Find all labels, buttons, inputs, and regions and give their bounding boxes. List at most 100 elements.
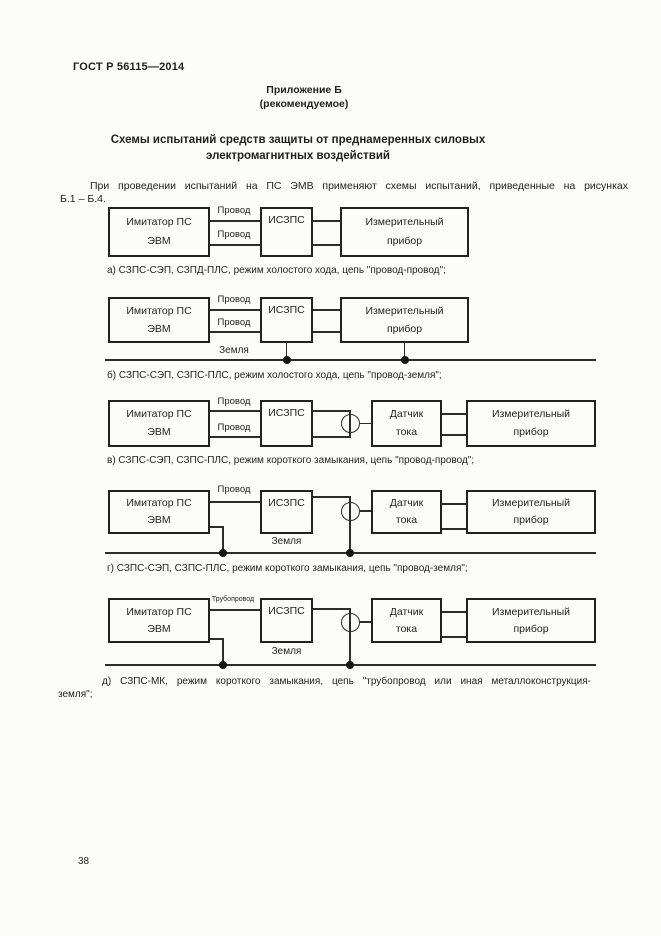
meter-label-line1: Измерительный [365,305,444,317]
meter-label-line1: Измерительный [491,408,571,421]
meter-label-line2: прибор [513,622,549,635]
sensor-label-line1: Датчик [389,605,424,618]
pipeline-label: Трубопровод [211,596,255,603]
intro-paragraph-line1: При проведении испытаний на ПС ЭМВ приме… [90,180,628,192]
caption-d-line2: земля"; [58,689,93,700]
simulator-box: Имитатор ПС ЭВМ [108,490,210,534]
current-sensor-box: Датчик тока [371,400,442,447]
simulator-label-line2: ЭВМ [147,622,171,635]
simulator-label-line1: Имитатор ПС [126,408,192,421]
junction-dot [400,355,409,364]
iszps-label: ИСЗПС [268,605,305,617]
caption-v: в) СЗПС-СЭП, СЗПС-ПЛС, режим короткого з… [107,455,475,466]
sensor-label-line2: тока [395,514,418,527]
caption-a: а) СЗПС-СЭП, СЗПД-ПЛС, режим холостого х… [107,265,446,276]
connector-line [442,528,466,530]
probe-feed-line [313,496,350,498]
ground-label: Земля [219,345,249,356]
iszps-label: ИСЗПС [268,407,305,419]
connector-line [442,503,466,505]
meter-box: Измерительный прибор [466,400,596,447]
junction-dot [346,548,354,557]
caption-b: б) СЗПС-СЭП, СЗПС-ПЛС, режим холостого х… [107,370,442,381]
meter-label-line2: прибор [513,426,549,439]
loop-line-top [313,410,350,412]
probe-vertical-line [349,608,351,665]
connector-line [313,309,340,311]
simulator-label-line2: ЭВМ [147,322,171,335]
connector-line [313,331,340,333]
wire-label: Провод [217,205,251,216]
connector-line [313,244,340,246]
iszps-box: ИСЗПС [260,598,313,643]
sensor-label-line1: Датчик [389,497,424,510]
sensor-label-line2: тока [395,426,418,439]
connector-line [313,220,340,222]
wire-label: Провод [217,484,251,495]
appendix-note: (рекомендуемое) [259,98,349,110]
simulator-label-line1: Имитатор ПС [126,605,192,618]
ground-label: Земля [271,536,302,547]
junction-dot [218,660,227,669]
probe-vertical-line [349,496,351,553]
page-number: 38 [78,856,90,867]
caption-d-line1: д) СЗПС-МК, режим короткого замыкания, ц… [102,676,591,687]
ground-drop-line [222,638,224,665]
meter-label-line2: прибор [513,514,549,527]
wire-line [210,309,260,311]
wire-line [210,436,260,438]
meter-label-line1: Измерительный [491,605,571,618]
simulator-label-line1: Имитатор ПС [126,216,192,229]
loop-line-bottom [313,436,350,438]
intro-paragraph-line2: Б.1 – Б.4. [60,193,106,205]
junction-dot [218,548,227,557]
meter-label-line1: Измерительный [365,216,444,229]
iszps-box: ИСЗПС [260,400,313,447]
current-sensor-box: Датчик тока [371,490,442,534]
iszps-box: ИСЗПС [260,207,313,257]
appendix-title: Приложение Б [266,84,342,96]
connector-line [442,434,466,436]
wire-label: Провод [217,317,251,328]
iszps-label: ИСЗПС [268,497,305,509]
sensor-label-line1: Датчик [389,408,424,421]
simulator-box: Имитатор ПС ЭВМ [108,400,210,447]
current-sensor-box: Датчик тока [371,598,442,643]
page-title: Схемы испытаний средств защиты от предна… [0,133,596,164]
appendix-heading: Приложение Б (рекомендуемое) [0,83,608,111]
connector-line [442,611,466,613]
wire-label: Провод [217,294,251,305]
caption-g: г) СЗПС-СЭП, СЗПС-ПЛС, режим короткого з… [107,563,468,574]
wire-line [210,220,260,222]
ground-label: Земля [271,646,302,657]
page-title-line2: электромагнитных воздействий [206,149,390,162]
ground-stub-line [210,638,224,640]
sensor-label-line2: тока [395,622,418,635]
wire-line [210,244,260,246]
simulator-label-line2: ЭВМ [147,514,171,527]
ground-drop-line [222,526,224,553]
ground-line [105,359,596,361]
junction-dot [346,660,354,669]
simulator-label-line2: ЭВМ [147,426,171,439]
meter-box: Измерительный прибор [466,598,596,643]
probe-connector-line [359,621,371,623]
ground-drop-line [285,342,287,360]
connector-line [442,636,466,638]
page-title-line1: Схемы испытаний средств защиты от предна… [110,134,486,146]
wire-label: Провод [217,229,251,240]
iszps-label: ИСЗПС [268,214,305,226]
meter-label-line2: прибор [386,235,423,248]
probe-feed-line [313,608,350,610]
current-probe-circle [340,612,360,632]
meter-box: Измерительный прибор [466,490,596,534]
simulator-box: Имитатор ПС ЭВМ [108,297,210,343]
simulator-label-line2: ЭВМ [147,235,171,248]
simulator-box: Имитатор ПС ЭВМ [108,207,210,257]
simulator-label-line1: Имитатор ПС [126,497,192,510]
